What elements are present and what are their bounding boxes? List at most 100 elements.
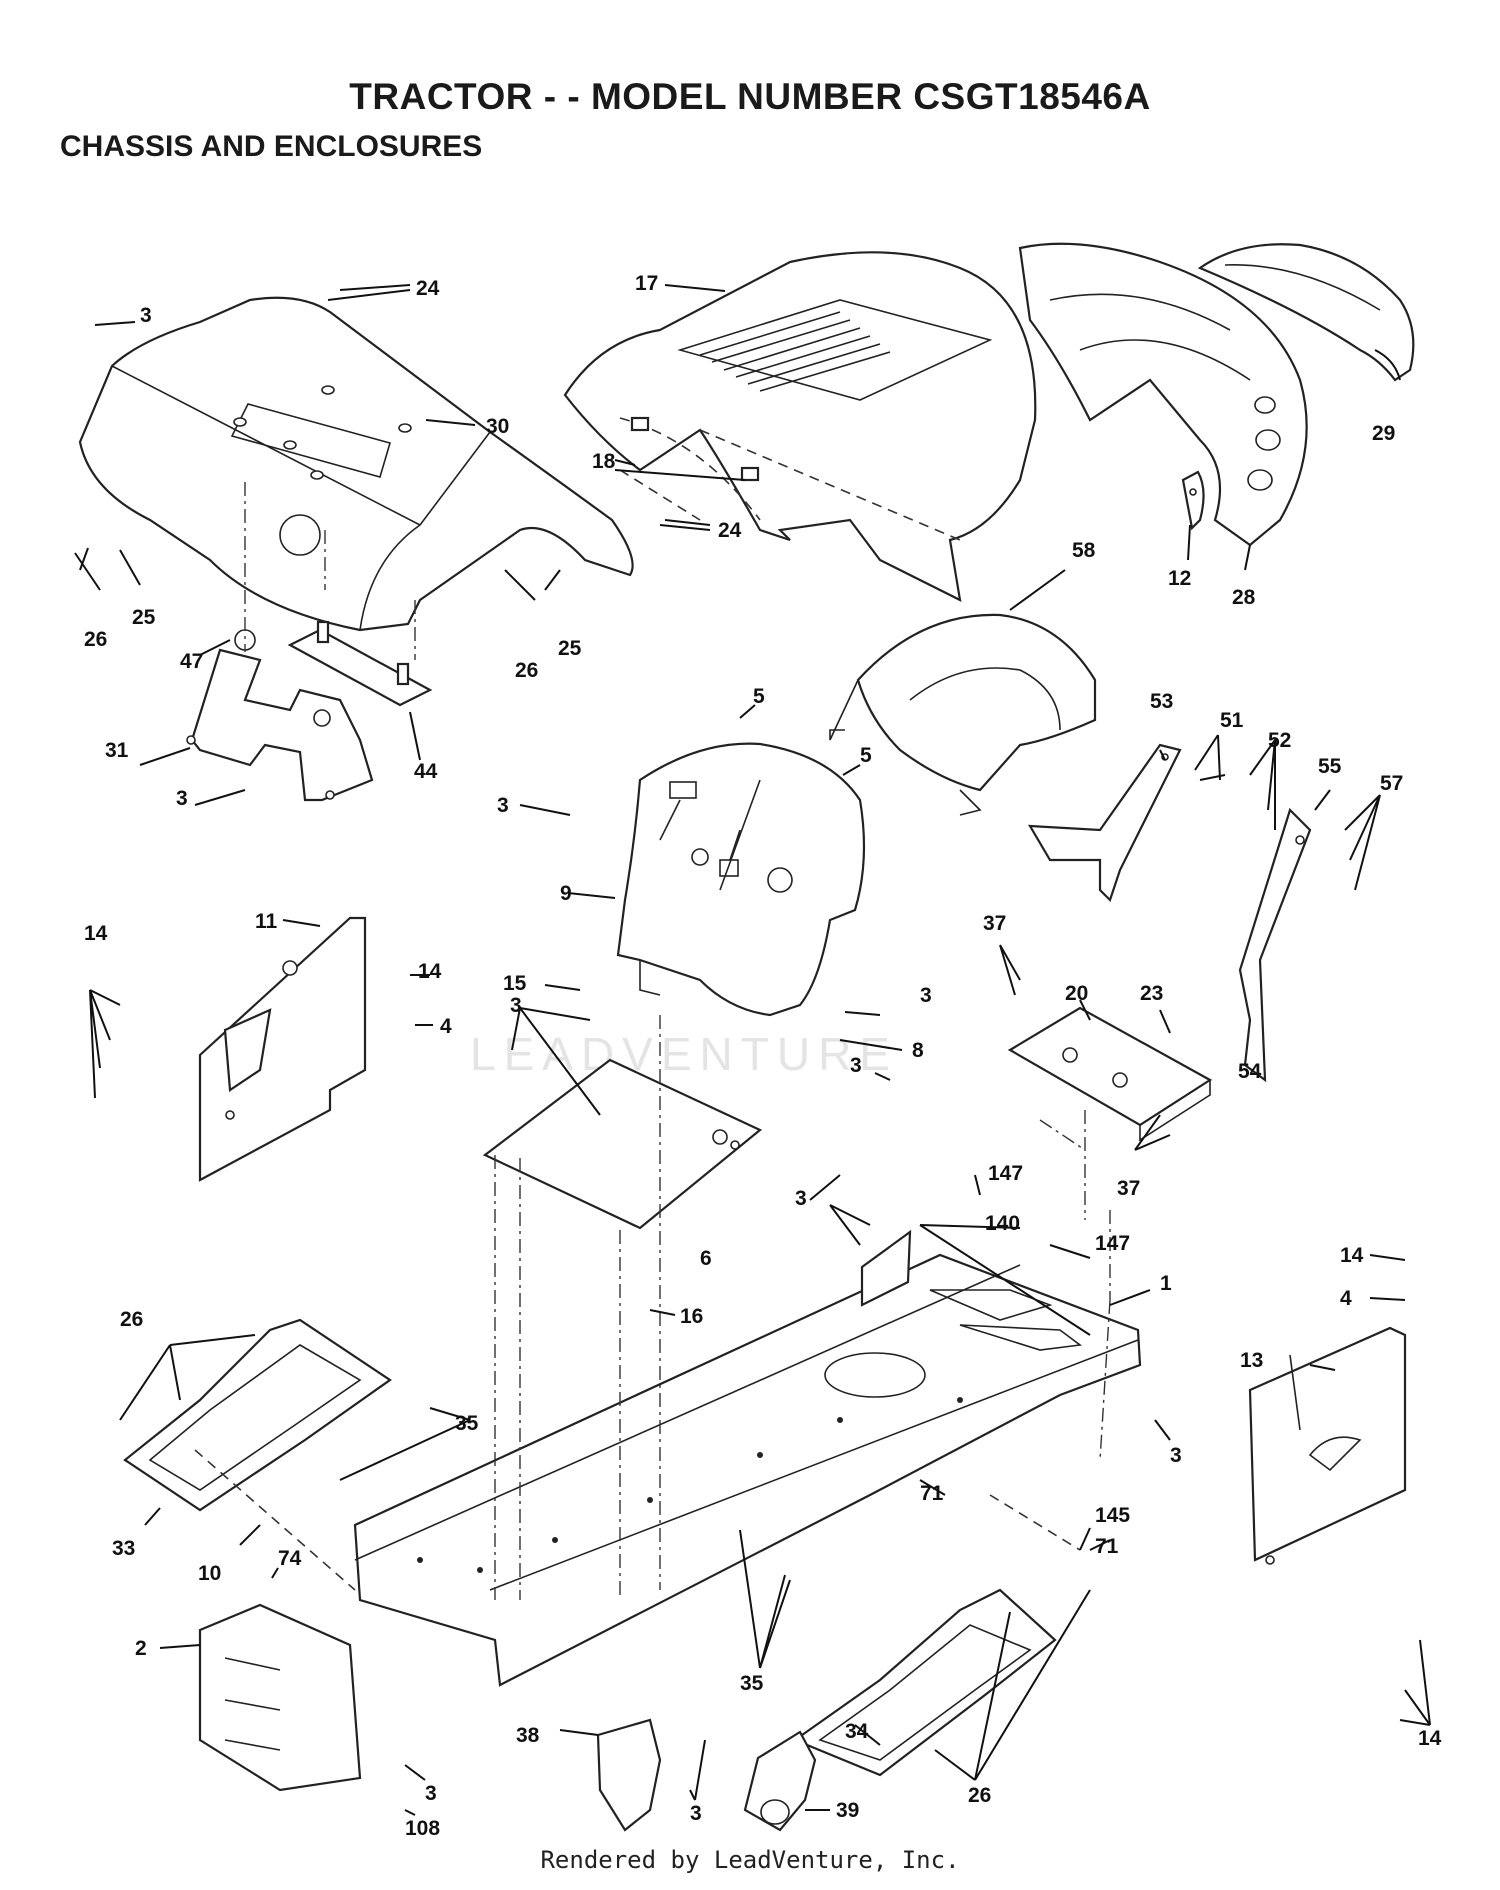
callout-37: 37	[983, 912, 1006, 935]
callout-47: 47	[180, 650, 203, 673]
callout-13: 13	[1240, 1349, 1263, 1372]
callout-14: 14	[418, 960, 442, 983]
callout-6: 6	[700, 1247, 712, 1270]
callout-74: 74	[278, 1547, 302, 1570]
part-38-bracket	[596, 1718, 662, 1832]
callout-3: 3	[1170, 1444, 1182, 1467]
part-12-bracket	[1181, 470, 1205, 531]
callout-147: 147	[988, 1162, 1023, 1185]
callout-108: 108	[405, 1817, 440, 1840]
callout-25: 25	[132, 606, 156, 629]
callout-24: 24	[718, 519, 742, 542]
part-9-dash	[616, 742, 866, 1017]
part-31-bracket	[186, 629, 374, 802]
callout-15: 15	[503, 972, 527, 995]
callout-55: 55	[1318, 755, 1342, 778]
callout-20: 20	[1065, 982, 1088, 1005]
callout-26: 26	[120, 1308, 143, 1331]
watermark: LEADVENTURE	[470, 1028, 898, 1080]
callout-3: 3	[497, 794, 509, 817]
part-1-frame	[353, 1253, 1142, 1687]
part-39-bracket	[743, 1730, 817, 1832]
callout-30: 30	[486, 415, 509, 438]
callout-38: 38	[516, 1724, 540, 1747]
callout-71: 71	[1095, 1535, 1119, 1558]
callout-9: 9	[560, 882, 572, 905]
callout-11: 11	[255, 910, 278, 933]
diagram-title: TRACTOR - - MODEL NUMBER CSGT18546A	[349, 76, 1151, 117]
callout-3: 3	[425, 1782, 437, 1805]
callout-57: 57	[1380, 772, 1403, 795]
part-6-plate	[482, 1058, 763, 1230]
diagram-subtitle: CHASSIS AND ENCLOSURES	[60, 130, 483, 163]
callout-17: 17	[635, 272, 658, 295]
callout-54: 54	[1238, 1060, 1262, 1083]
callout-24: 24	[416, 277, 440, 300]
callout-14: 14	[84, 922, 108, 945]
callout-14: 14	[1418, 1727, 1442, 1750]
callout-35: 35	[455, 1412, 479, 1435]
callout-26: 26	[968, 1784, 991, 1807]
part-11-side-panel-left	[198, 916, 367, 1182]
callout-8: 8	[912, 1039, 924, 1062]
callout-31: 31	[105, 739, 129, 762]
part-140-bracket	[860, 1229, 912, 1307]
assembly-lines	[194, 482, 1111, 1600]
callout-52: 52	[1268, 729, 1291, 752]
callout-3: 3	[140, 304, 152, 327]
part-34-footrest-right	[792, 1588, 1057, 1777]
callout-44: 44	[414, 760, 438, 783]
callout-71: 71	[920, 1482, 944, 1505]
callout-3: 3	[176, 787, 188, 810]
callout-4: 4	[1340, 1287, 1352, 1310]
leader-lines	[74, 284, 1431, 1816]
callout-28: 28	[1232, 586, 1256, 609]
callout-140: 140	[985, 1212, 1020, 1235]
callout-5: 5	[753, 685, 765, 708]
callout-5: 5	[860, 744, 872, 767]
callout-4: 4	[440, 1015, 452, 1038]
callout-23: 23	[1140, 982, 1163, 1005]
callout-1: 1	[1160, 1272, 1172, 1295]
callout-29: 29	[1372, 422, 1395, 445]
part-30-dash-panel	[78, 296, 634, 632]
part-28-grille	[1018, 242, 1308, 547]
callout-3: 3	[795, 1187, 807, 1210]
part-53-bracket	[1028, 743, 1182, 903]
callout-51: 51	[1220, 709, 1244, 732]
callout-3: 3	[510, 994, 522, 1017]
callout-39: 39	[836, 1799, 859, 1822]
callout-37: 37	[1117, 1177, 1140, 1200]
callout-33: 33	[112, 1537, 135, 1560]
part-17-hood	[563, 251, 1037, 602]
callout-3: 3	[850, 1054, 862, 1077]
callout-3: 3	[920, 984, 932, 1007]
callout-35: 35	[740, 1672, 764, 1695]
callout-16: 16	[680, 1305, 703, 1328]
callout-58: 58	[1072, 539, 1096, 562]
part-44-plate	[287, 620, 433, 707]
callouts: 3 24 17 30 18 24 29 12 28 58 26 25 26 25…	[84, 272, 1442, 1840]
callout-14: 14	[1340, 1244, 1364, 1267]
part-20-bracket	[1007, 1006, 1213, 1142]
callout-3: 3	[690, 1802, 702, 1825]
rendered-by-footer: Rendered by LeadVenture, Inc.	[540, 1846, 960, 1874]
callout-53: 53	[1150, 690, 1173, 713]
callout-145: 145	[1095, 1504, 1130, 1527]
part-55-bracket	[1238, 807, 1312, 1083]
part-29-grille-insert	[1197, 243, 1415, 382]
callout-10: 10	[198, 1562, 221, 1585]
callout-2: 2	[135, 1637, 147, 1660]
callout-25: 25	[558, 637, 582, 660]
callout-12: 12	[1168, 567, 1191, 590]
part-33-footrest-left	[123, 1318, 392, 1512]
part-58-shield	[829, 613, 1097, 816]
callout-26: 26	[84, 628, 107, 651]
part-2-panel	[198, 1603, 362, 1792]
callout-26: 26	[515, 659, 538, 682]
callout-34: 34	[845, 1720, 869, 1743]
callout-147: 147	[1095, 1232, 1130, 1255]
callout-18: 18	[592, 450, 616, 473]
part-13-side-panel-right	[1248, 1326, 1407, 1565]
